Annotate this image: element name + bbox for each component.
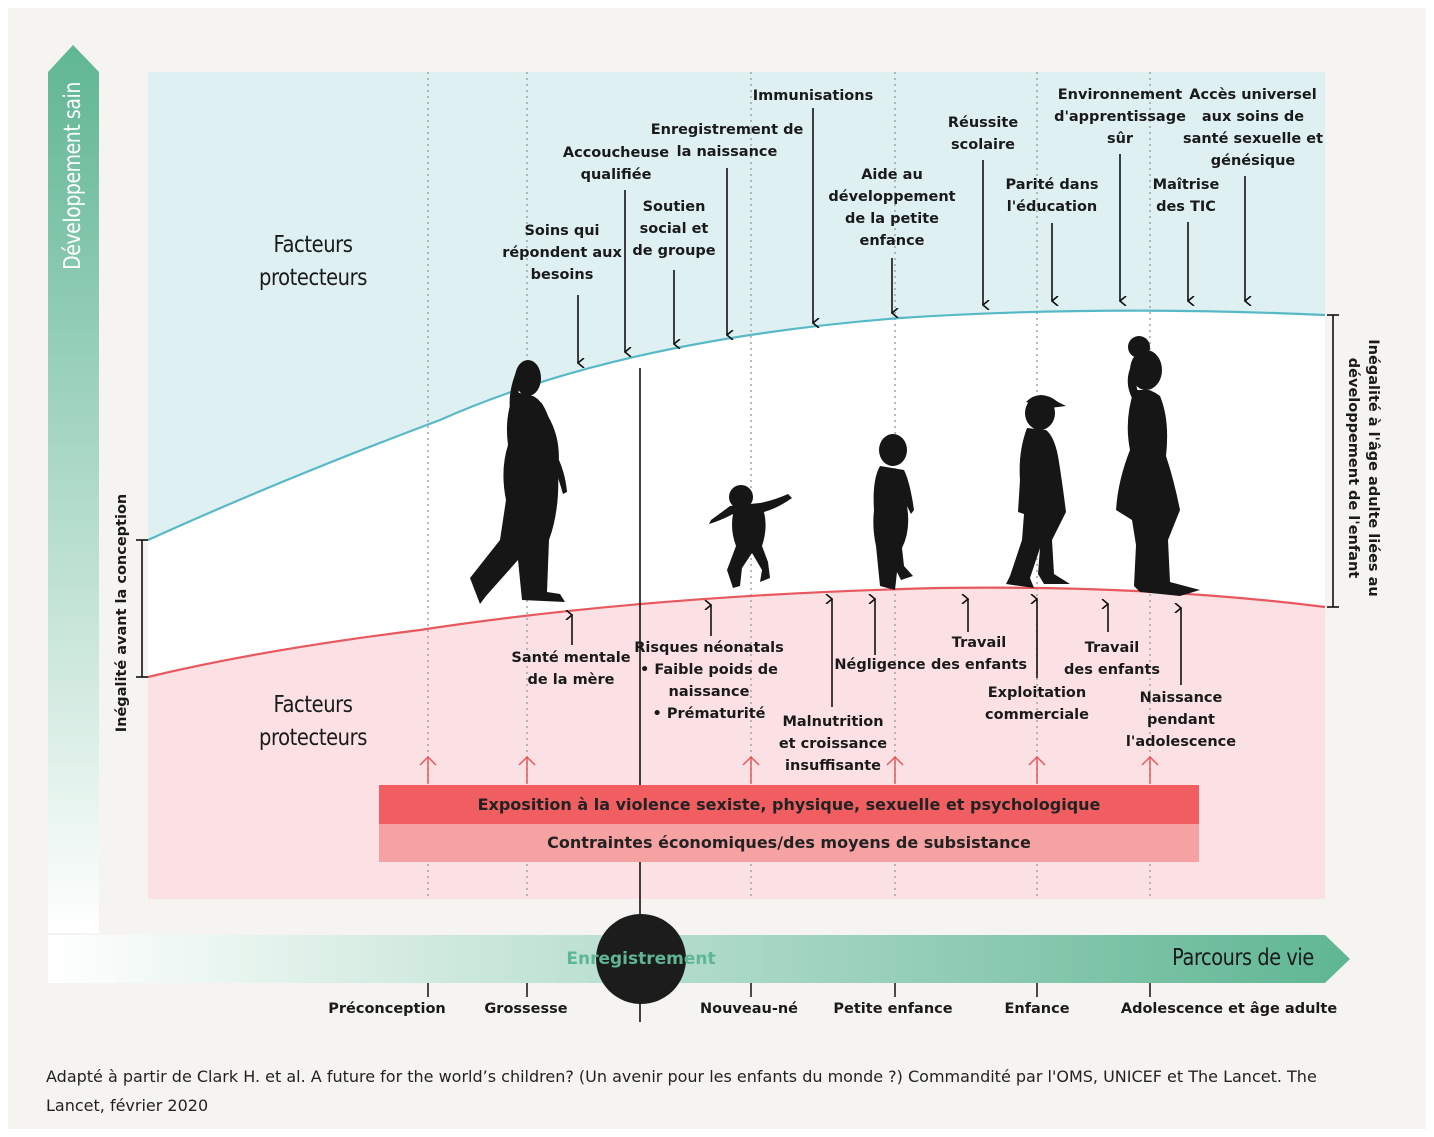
pink-arrows (419, 755, 1159, 784)
protective-arrows (578, 108, 1245, 363)
label-enregistrement: Enregistrement de la naissance (650, 122, 804, 160)
label-acces: Accès universel aux soins de santé sexue… (1182, 87, 1324, 169)
economic-band (379, 824, 1199, 862)
label-soins: Soins qui répondent aux besoins (502, 223, 622, 283)
label-accoucheuse: Accoucheuse qualifiée (562, 145, 670, 183)
left-bracket-label: Inégalité avant la conception (114, 493, 130, 733)
y-axis-label: Développement sain (60, 82, 86, 270)
label-sante-mentale: Santé mentale de la mère (511, 650, 631, 688)
source-caption: Adapté à partir de Clark H. et al. A fut… (46, 1067, 1317, 1115)
registration-circle (596, 914, 686, 1004)
top-zone-title: Facteurs protecteurs (258, 232, 368, 291)
label-travail-1: Travail des enfants (930, 635, 1028, 673)
label-environnement: Environnement d'apprentissage sûr (1054, 87, 1186, 147)
label-malnutrition: Malnutrition et croissance insuffisante (778, 714, 888, 774)
x-axis-ticks (427, 983, 1151, 997)
label-parite: Parité dans l'éducation (1005, 177, 1099, 215)
toddler-silhouette (873, 434, 914, 590)
label-exploitation: Exploitation commerciale (985, 685, 1089, 723)
label-negligence: Négligence (834, 657, 926, 673)
adult-woman-silhouette (1116, 336, 1200, 596)
y-axis-arrow (48, 45, 99, 933)
x-axis-label: Parcours de vie (1172, 945, 1314, 971)
risk-arrows (572, 599, 1181, 707)
left-bracket (136, 539, 148, 678)
tick-petite-enfance: Petite enfance (833, 1001, 953, 1017)
child-silhouette (1006, 395, 1070, 588)
right-bracket (1327, 314, 1339, 608)
violence-band (379, 785, 1199, 824)
tick-grossesse: Grossesse (484, 1001, 568, 1017)
label-aide: Aide au développement de la petite enfan… (828, 167, 956, 249)
tick-enfance: Enfance (1004, 1001, 1070, 1017)
tick-nouveau-ne: Nouveau-né (700, 1001, 798, 1017)
label-adolescence: Naissance pendant l'adolescence (1125, 690, 1237, 750)
tick-preconception: Préconception (328, 1001, 446, 1017)
registration-label: Enregistrement (566, 949, 716, 969)
label-reussite: Réussite scolaire (947, 115, 1019, 153)
tick-adolescence: Adolescence et âge adulte (1120, 1001, 1338, 1017)
bottom-zone-title: Facteurs protecteurs (258, 692, 368, 751)
label-neonatals: Risques néonatals • Faible poids de nais… (634, 640, 784, 722)
label-immunisations: Immunisations (752, 88, 874, 104)
label-tic: Maîtrise des TIC (1152, 177, 1220, 215)
violence-band-label: Exposition à la violence sexiste, physiq… (477, 795, 1101, 814)
label-soutien: Soutien social et de groupe (632, 199, 716, 259)
protective-zone (148, 72, 1325, 540)
right-bracket-label-1: Inégalité à l'âge adulte liées au (1365, 339, 1381, 597)
baby-silhouette (709, 485, 792, 588)
right-bracket-label-2: développement de l'enfant (1345, 357, 1361, 579)
economic-band-label: Contraintes économiques/des moyens de su… (547, 833, 1031, 852)
x-axis-arrow (48, 935, 1350, 983)
pregnant-woman-silhouette (470, 360, 567, 604)
label-travail-2: Travail des enfants (1063, 640, 1161, 678)
